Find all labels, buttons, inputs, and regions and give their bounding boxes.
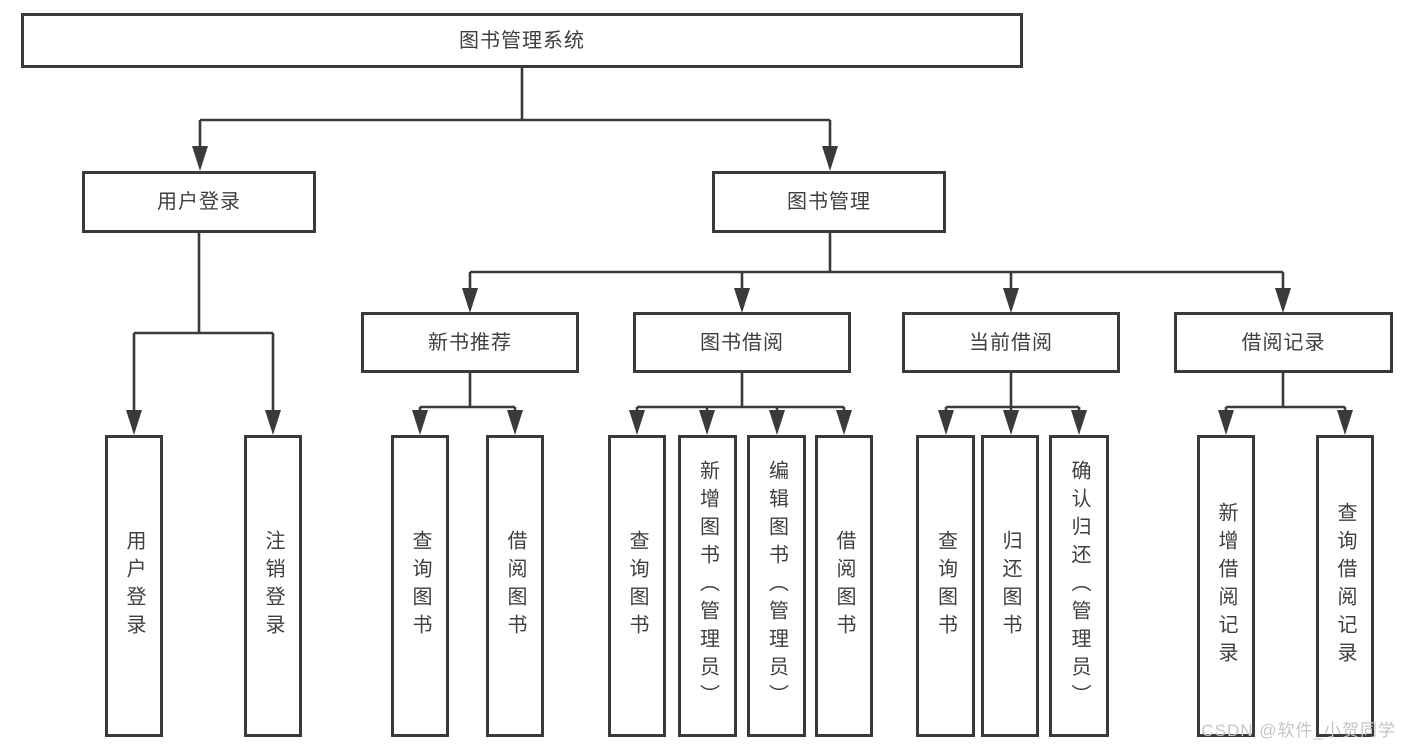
leaf-bb-query-books: 查询图书 [608, 435, 666, 737]
node-new-book-recommendation: 新书推荐 [361, 312, 579, 373]
leaf-nbr-borrow-books: 借阅图书 [486, 435, 544, 737]
watermark: CSDN @软件_小贺同学 [1201, 721, 1396, 740]
leaf-nbr-query-books: 查询图书 [391, 435, 449, 737]
leaf-user-login: 用户登录 [105, 435, 163, 737]
leaf-bb-edit-book-admin: 编辑图书（管理员） [747, 435, 806, 737]
node-borrowing-records: 借阅记录 [1174, 312, 1393, 373]
node-book-management: 图书管理 [712, 171, 946, 233]
leaf-br-add-record: 新增借阅记录 [1197, 435, 1255, 737]
leaf-bb-borrow-books: 借阅图书 [815, 435, 873, 737]
node-root: 图书管理系统 [21, 13, 1023, 68]
leaf-cb-return-books: 归还图书 [981, 435, 1039, 737]
leaf-bb-add-book-admin: 新增图书（管理员） [678, 435, 737, 737]
node-user-login: 用户登录 [82, 171, 316, 233]
node-current-borrowing: 当前借阅 [902, 312, 1120, 373]
leaf-br-query-record: 查询借阅记录 [1316, 435, 1374, 737]
leaf-logout: 注销登录 [244, 435, 302, 737]
leaf-cb-confirm-return-admin: 确认归还（管理员） [1049, 435, 1109, 737]
node-book-borrowing: 图书借阅 [633, 312, 851, 373]
leaf-cb-query-books: 查询图书 [916, 435, 975, 737]
